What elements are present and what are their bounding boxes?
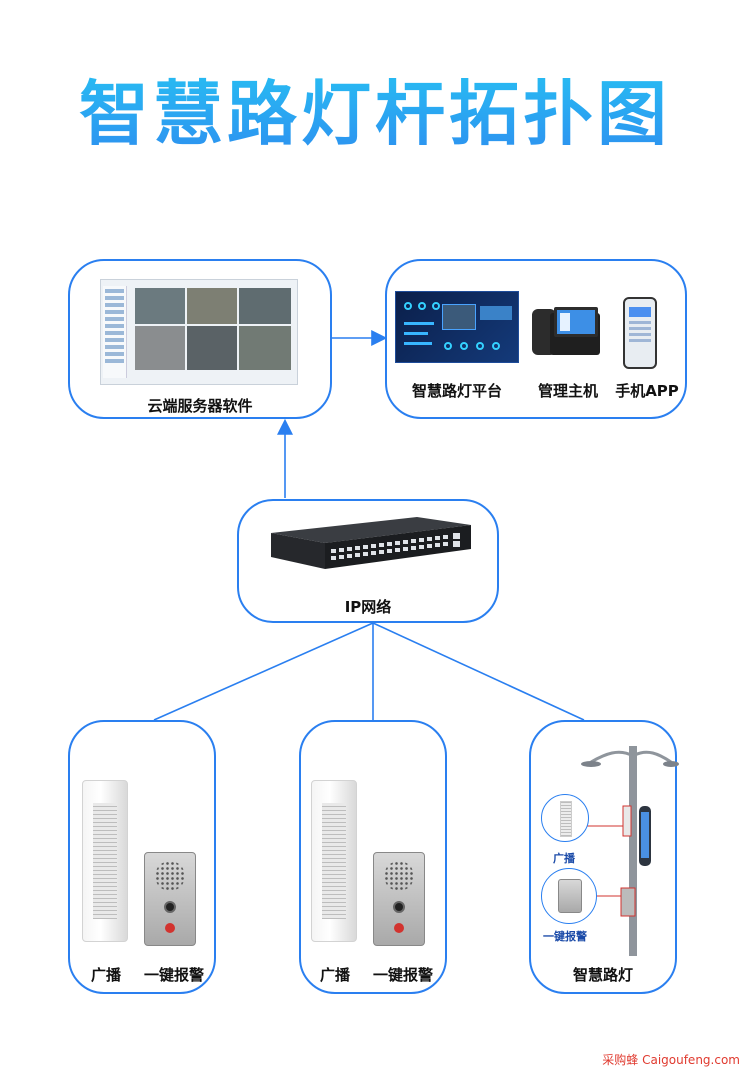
platform-label-app: 手机APP xyxy=(615,382,679,400)
server-software-screenshot xyxy=(100,279,298,385)
site-b-alarm-label: 一键报警 xyxy=(372,966,433,984)
site-c-label: 智慧路灯 xyxy=(572,966,633,984)
callout-alarm-label: 一键报警 xyxy=(543,930,587,943)
platform-dashboard-image xyxy=(395,291,519,363)
callout-broadcast-label: 广播 xyxy=(553,852,575,865)
management-host-image xyxy=(532,307,600,355)
site-a-node: 广播 一键报警 xyxy=(68,720,216,994)
page-title: 智慧路灯杆拓扑图 xyxy=(0,58,750,159)
link-network-to-site-c xyxy=(372,622,585,721)
smart-pole-image xyxy=(581,746,679,956)
alarm-box-image xyxy=(144,852,196,946)
cloud-server-label: 云端服务器软件 xyxy=(147,397,253,415)
site-c-node: 广播 一键报警 智慧路灯 xyxy=(529,720,679,994)
alarm-box-image xyxy=(373,852,425,946)
site-b-node: 广播 一键报警 xyxy=(299,720,447,994)
platform-label-dashboard: 智慧路灯平台 xyxy=(411,382,502,400)
platform-node: 智慧路灯平台 管理主机 手机APP xyxy=(385,259,687,419)
network-node: IP网络 xyxy=(237,499,499,623)
mobile-app-image xyxy=(623,297,657,369)
network-switch-image xyxy=(271,517,471,569)
platform-label-host: 管理主机 xyxy=(537,382,598,400)
network-label: IP网络 xyxy=(344,598,392,616)
callout-alarm-bubble xyxy=(541,868,597,924)
broadcast-speaker-image xyxy=(311,780,357,942)
broadcast-speaker-image xyxy=(82,780,128,942)
site-b-broadcast-label: 广播 xyxy=(319,966,350,984)
cloud-server-node: 云端服务器软件 xyxy=(68,259,332,419)
site-a-broadcast-label: 广播 xyxy=(90,966,121,984)
callout-speaker-bubble xyxy=(541,794,589,842)
link-network-to-site-a xyxy=(153,622,374,721)
watermark-text: 采购蜂 Caigoufeng.com xyxy=(602,1053,740,1067)
site-a-alarm-label: 一键报警 xyxy=(143,966,204,984)
